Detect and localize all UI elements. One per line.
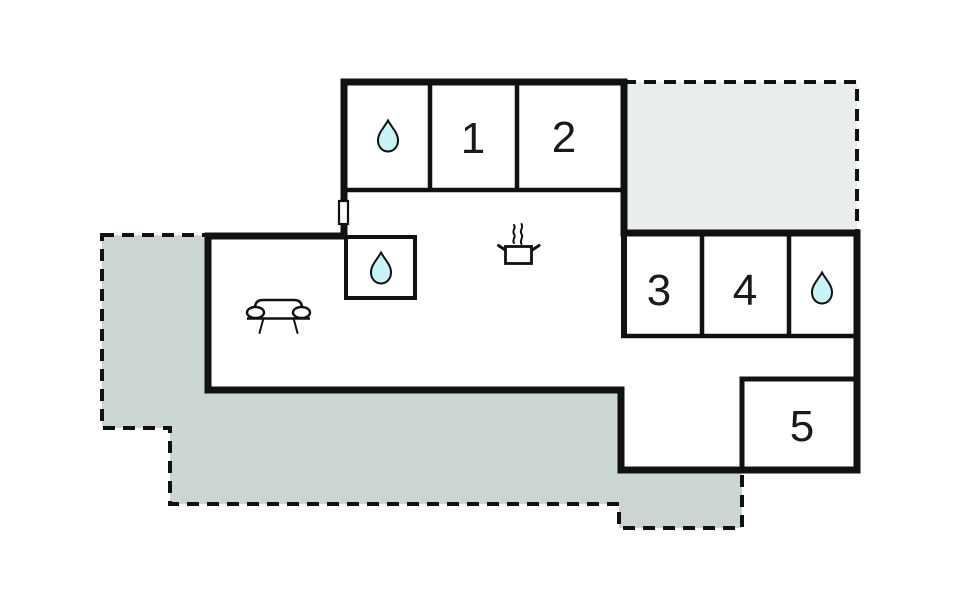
water-drops [369,118,834,305]
water-drop-icon [810,270,834,305]
sofa-icon [245,298,312,334]
sofa-armrest-right [291,305,312,320]
water-drop-icon [369,250,393,285]
sofa-armrest-left [245,305,266,320]
wall-room5 [739,376,857,470]
steam-lines [512,223,524,245]
door-icon [337,199,350,226]
room-4-label: 4 [733,266,757,315]
sofa-backrest [253,298,304,318]
water-drop-icon [376,118,400,153]
room-3-label: 3 [647,266,671,315]
sofa-legs [258,319,299,334]
building [204,78,861,474]
stove-pot-icon [497,223,541,265]
room-labels: 1 2 3 4 5 [461,113,814,451]
terrace-top-right [622,80,859,235]
exterior-walls [204,78,861,474]
room-2-label: 2 [552,113,576,162]
pot-body [504,245,533,265]
room-5-label: 5 [790,402,814,451]
terrace-top-right-area [622,80,859,235]
room-1-label: 1 [461,114,485,163]
